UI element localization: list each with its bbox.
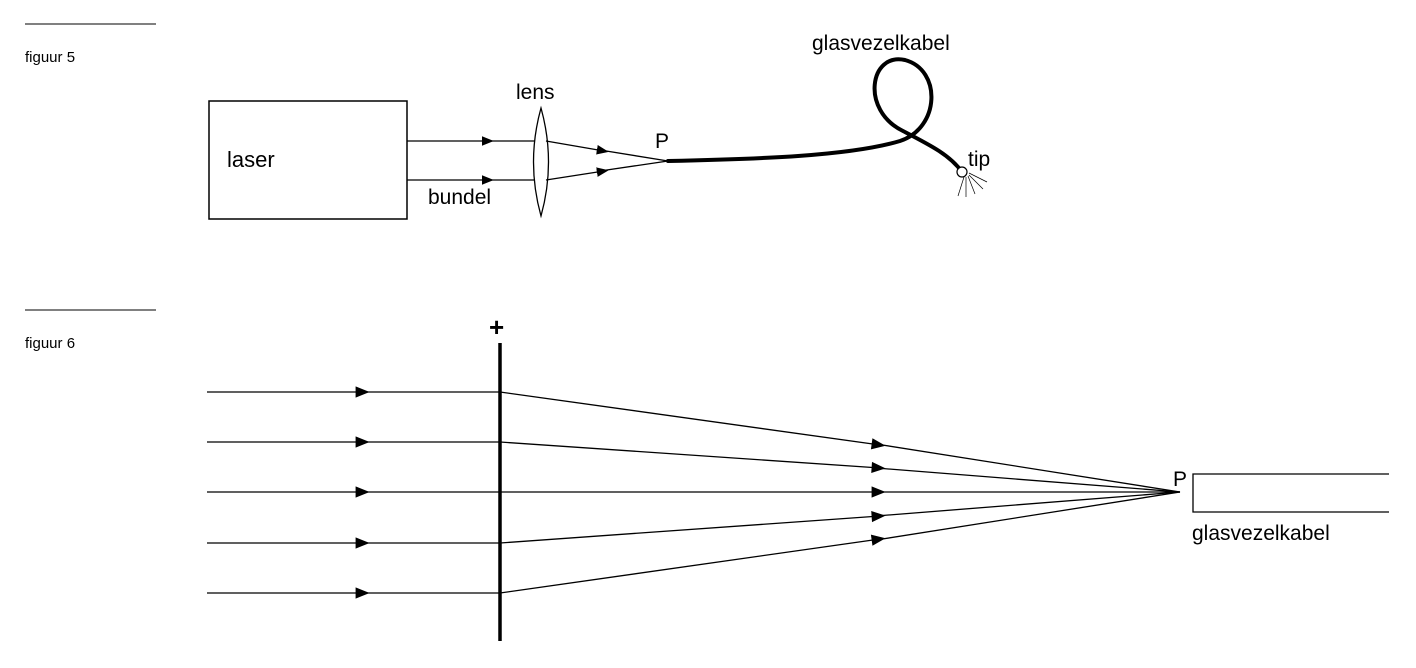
converging-ray-4-cont [875,491,1181,517]
converge-bottom-arrow [545,167,609,181]
converging-ray-5 [499,534,886,594]
converging-ray-4 [499,511,886,544]
converging-rays [499,391,1181,594]
figure-5: figuur 5 laser lens bundel P glasvezelka… [25,23,990,220]
figure-6-caption: figuur 6 [25,335,75,352]
converging-ray-5-cont [875,491,1181,541]
converging-ray-2 [499,441,886,474]
converge-bottom [599,160,669,172]
figure-6: figuur 6 + [25,309,1389,641]
point-p-label: P [655,130,669,153]
lens-sign: + [489,312,504,342]
lens-label: lens [516,81,555,104]
converging-ray-2-cont [875,467,1181,493]
laser-label: laser [227,147,275,172]
fiber-label: glasvezelkabel [1192,522,1330,545]
tip-label: tip [968,148,990,171]
fiber-cable [666,57,964,174]
fiber-end [1192,473,1389,513]
converging-ray-1-cont [875,443,1181,493]
figure-5-caption: figuur 5 [25,49,75,66]
tip-circle [956,166,968,178]
laser-box [208,100,408,220]
bundel-label: bundel [428,186,491,209]
converge-top-arrow [545,140,609,155]
converging-ray-1 [499,391,886,450]
converge-top [599,149,669,162]
lens-shape [532,105,550,219]
tip-rays [957,172,988,197]
incoming-rays [207,386,500,599]
fiber-label: glasvezelkabel [812,32,950,55]
point-p-label: P [1173,468,1187,491]
